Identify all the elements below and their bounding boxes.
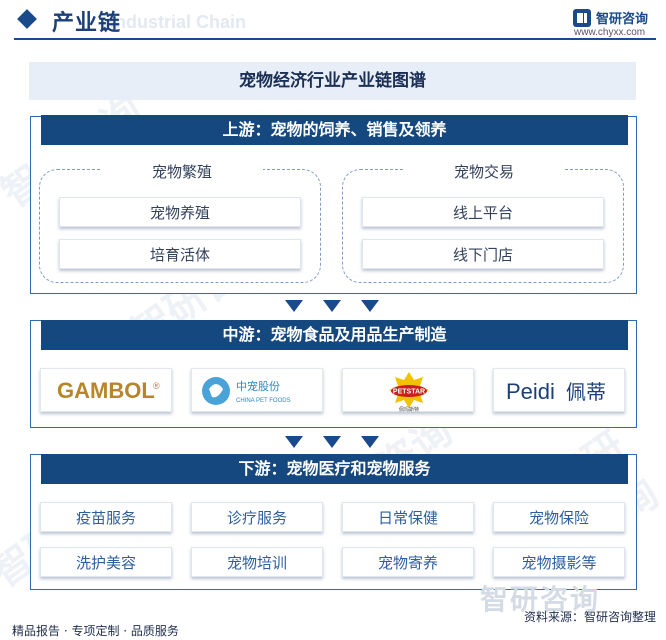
china-pet-foods-logo-icon: 中宠股份 CHINA PET FOODS	[202, 377, 291, 405]
brand-subtext: CHINA PET FOODS	[236, 398, 291, 404]
downstream-item: 宠物培训	[191, 547, 323, 577]
arrow-down-icon	[361, 436, 379, 448]
diagram-title: 宠物经济行业产业链图谱	[29, 62, 636, 100]
brand-text: PETSTAR	[393, 389, 425, 396]
header-divider	[14, 38, 656, 40]
downstream-item: 洗护美容	[40, 547, 172, 577]
brand-subtext: 佩玛斯特	[399, 406, 419, 413]
downstream-title: 下游：宠物医疗和宠物服务	[41, 454, 628, 484]
downstream-item: 日常保健	[342, 502, 474, 532]
downstream-item: 宠物保险	[493, 502, 625, 532]
group-label-pet-trading: 宠物交易	[403, 157, 565, 187]
upstream-item: 宠物养殖	[59, 197, 301, 227]
brand-mark: ®	[153, 381, 160, 391]
upstream-item: 培育活体	[59, 239, 301, 269]
downstream-item: 疫苗服务	[40, 502, 172, 532]
brand-name: 智研咨询	[596, 12, 649, 27]
arrow-down-icon	[285, 300, 303, 312]
page-header: Industrial Chain 产业链 智研咨询 www.chyxx.com	[0, 0, 666, 44]
flow-arrows	[0, 300, 666, 320]
group-label-pet-breeding: 宠物繁殖	[101, 157, 263, 187]
brand-text: GAMBOL	[57, 378, 155, 403]
arrow-down-icon	[361, 300, 379, 312]
page-title: 产业链	[52, 11, 122, 36]
brand-peidi-logo: Peidi 佩蒂	[493, 368, 625, 412]
brand-logo-icon	[573, 9, 591, 27]
downstream-item: 宠物摄影等	[493, 547, 625, 577]
brand-logo: 智研咨询 www.chyxx.com	[572, 6, 662, 40]
brand-subtext: 佩蒂	[566, 380, 606, 404]
footer-watermark: 智研咨询	[480, 583, 601, 616]
petstar-logo-icon: PETSTAR 佩玛斯特	[389, 372, 429, 413]
midstream-title: 中游：宠物食品及用品生产制造	[41, 320, 628, 350]
brand-gambol-logo: GAMBOL ®	[40, 368, 172, 412]
upstream-section: 上游：宠物的饲养、销售及领养 宠物繁殖 宠物养殖 培育活体 宠物交易 线上平台 …	[30, 115, 637, 294]
flow-arrows	[0, 436, 666, 456]
brand-text: 中宠股份	[236, 379, 280, 393]
arrow-down-icon	[323, 300, 341, 312]
upstream-item: 线下门店	[362, 239, 604, 269]
brand-text: Peidi	[506, 379, 555, 404]
downstream-item: 诊疗服务	[191, 502, 323, 532]
peidi-logo-icon: Peidi 佩蒂	[506, 379, 606, 404]
gambol-logo-icon: GAMBOL ®	[57, 378, 160, 403]
footer-tagline: 精品报告 · 专项定制 · 品质服务	[12, 624, 179, 638]
source-note: 资料来源：智研咨询整理	[523, 610, 656, 624]
brand-url: www.chyxx.com	[574, 27, 646, 38]
diamond-icon	[17, 9, 37, 29]
upstream-title: 上游：宠物的饲养、销售及领养	[41, 115, 628, 145]
brand-petstar-logo: PETSTAR 佩玛斯特	[342, 368, 474, 413]
arrow-down-icon	[323, 436, 341, 448]
arrow-down-icon	[285, 436, 303, 448]
upstream-item: 线上平台	[362, 197, 604, 227]
brand-china-pet-foods-logo: 中宠股份 CHINA PET FOODS	[191, 368, 323, 412]
header-ghost-text: Industrial Chain	[110, 12, 247, 32]
downstream-item: 宠物寄养	[342, 547, 474, 577]
